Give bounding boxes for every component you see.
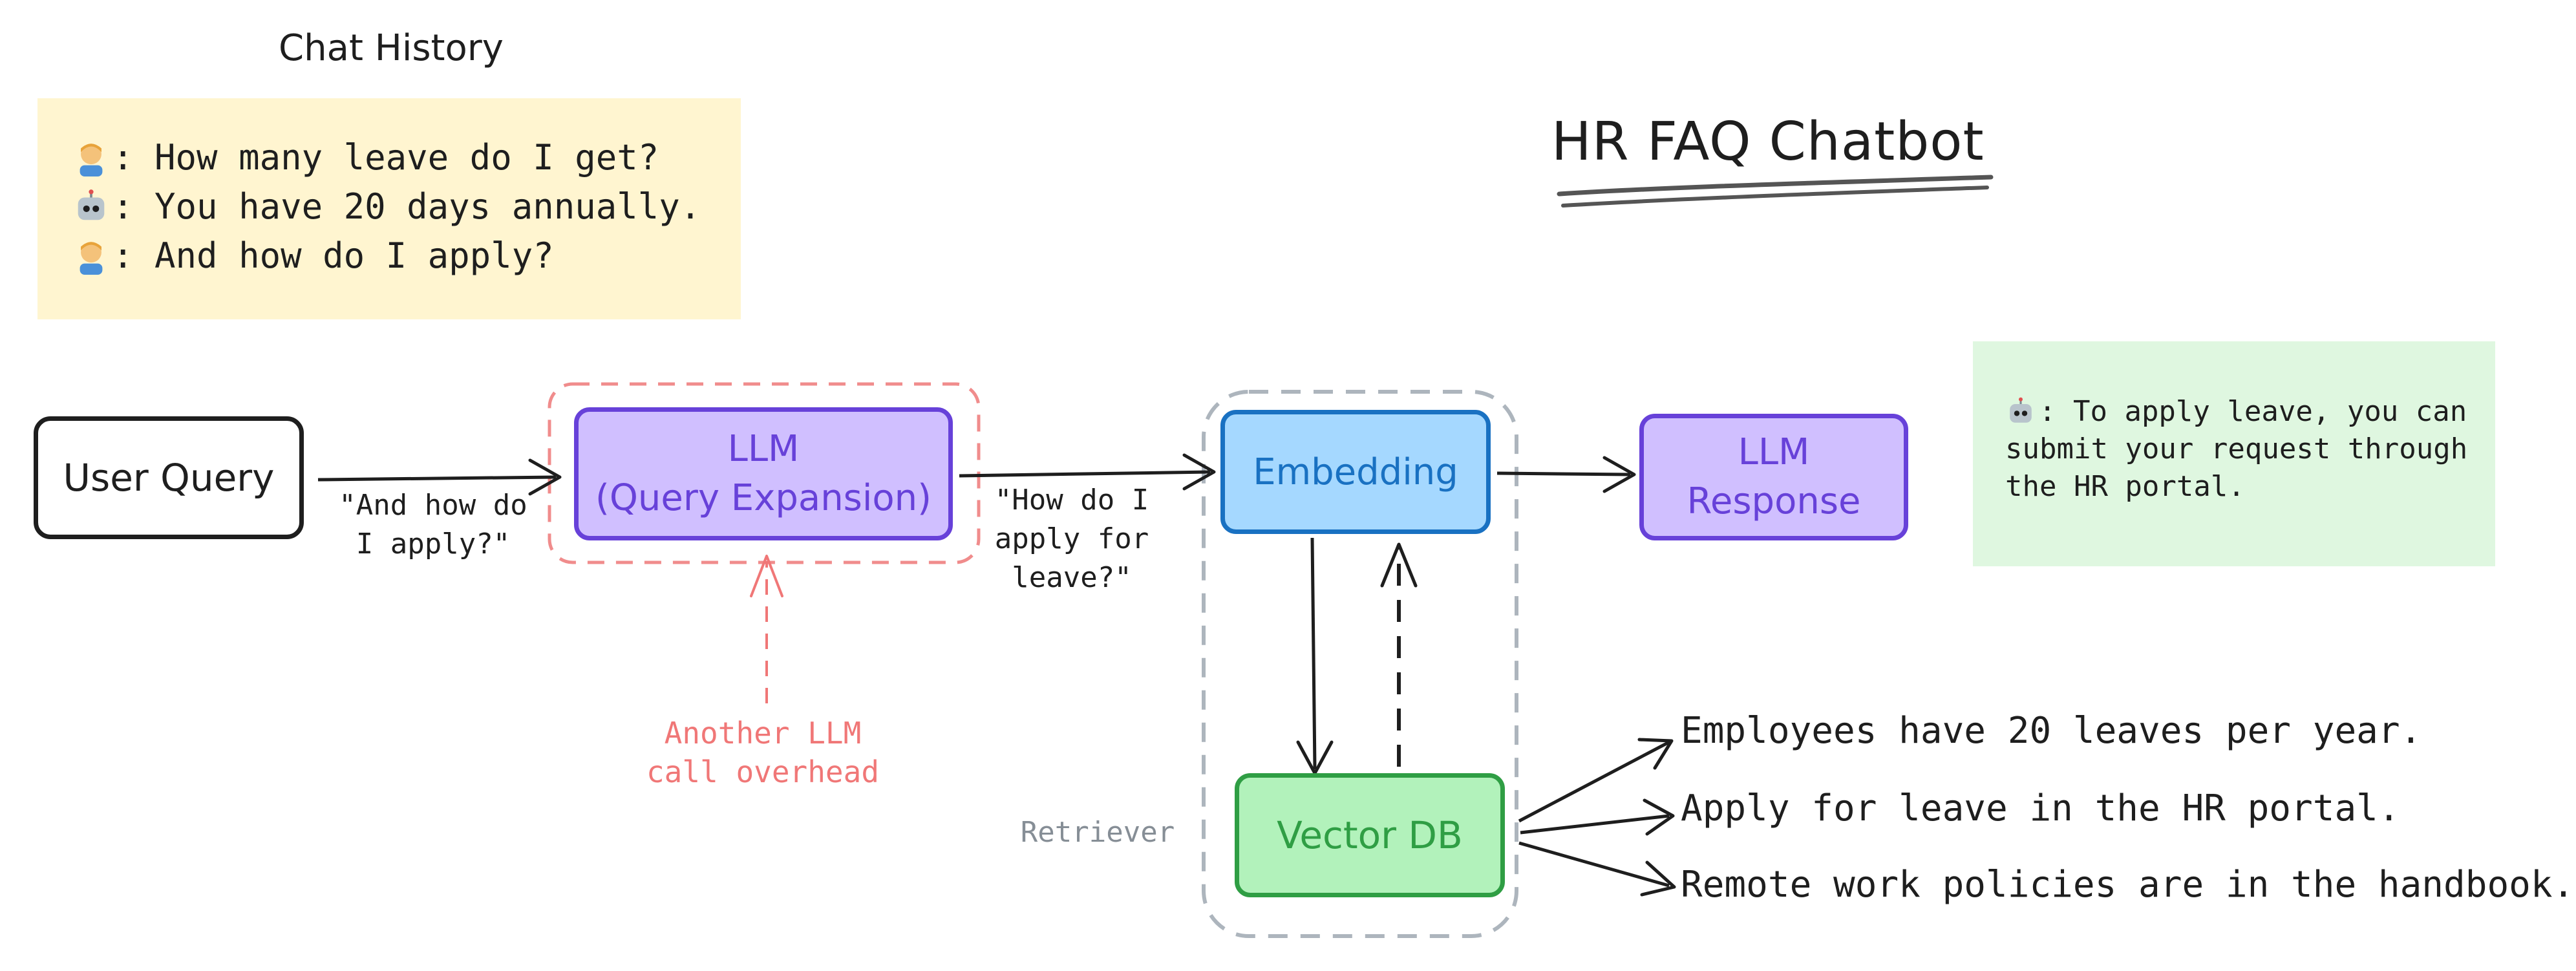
arrowhead-llm-to-embedding — [1182, 453, 1216, 491]
chat-history-title: Chat History — [279, 27, 504, 69]
arrowhead-doc-3 — [1640, 860, 1676, 897]
title-underline-2 — [1561, 186, 1989, 208]
overhead-line1: Another LLM — [664, 716, 862, 751]
arrow-llm-to-embedding — [959, 470, 1211, 478]
user-query-node: User Query — [34, 416, 304, 539]
embedding-node: Embedding — [1220, 410, 1491, 534]
overhead-annotation: Another LLM call overhead — [621, 714, 905, 791]
llm-response-node: LLM Response — [1639, 414, 1908, 540]
diagram-title: HR FAQ Chatbot — [1551, 111, 1985, 173]
arrow-embedding-to-vectordb — [1310, 537, 1317, 770]
chat-history-line: : And how do I apply? — [72, 231, 741, 281]
llm-response-line2: Response — [1687, 480, 1861, 522]
response-text: submit your request through — [2005, 432, 2468, 465]
edge-label-user-to-llm: "And how do I apply?" — [339, 489, 527, 560]
arrowhead-embedding-to-vectordb — [1296, 740, 1334, 775]
llm-query-expansion-node: LLM (Query Expansion) — [574, 407, 953, 540]
response-line: the HR portal. — [2005, 468, 2469, 506]
response-line: submit your request through — [2005, 431, 2469, 468]
arrow-vectordb-to-doc-1 — [1518, 740, 1670, 823]
user-icon — [80, 242, 103, 275]
robot-icon — [2010, 397, 2032, 423]
arrow-vectordb-to-doc-2 — [1520, 814, 1670, 835]
arrow-vectordb-to-doc-3 — [1518, 841, 1670, 888]
arrowhead-overhead — [750, 555, 783, 597]
vector-db-node: Vector DB — [1235, 773, 1505, 897]
robot-icon — [78, 189, 105, 220]
chat-history-text: : How many leave do I get? — [112, 137, 659, 178]
chat-history-text: : And how do I apply? — [112, 235, 554, 276]
response-text: the HR portal. — [2005, 470, 2245, 503]
retrieved-doc: Employees have 20 leaves per year. — [1681, 710, 2422, 752]
chat-history-line: : You have 20 days annually. — [72, 182, 741, 231]
response-text: : To apply leave, you can — [2039, 395, 2467, 428]
arrow-embedding-to-response — [1496, 471, 1631, 476]
chat-history-panel: : How many leave do I get? : You have 20… — [37, 98, 741, 319]
edge-label-llm-to-embedding: "How do I apply for leave?" — [994, 484, 1149, 594]
overhead-line2: call overhead — [646, 754, 880, 789]
arrowhead-embedding-to-response — [1602, 456, 1636, 493]
retriever-label: Retriever — [1020, 816, 1175, 849]
chat-history-text: : You have 20 days annually. — [112, 186, 701, 227]
response-line: : To apply leave, you can — [2005, 393, 2469, 431]
user-icon — [80, 144, 103, 176]
llm-expansion-line2: (Query Expansion) — [595, 477, 932, 519]
arrowhead-doc-1 — [1637, 738, 1674, 770]
retrieved-doc: Remote work policies are in the handbook… — [1681, 864, 2575, 906]
llm-expansion-line1: LLM — [727, 428, 800, 470]
arrowhead-doc-2 — [1643, 798, 1675, 836]
response-panel: : To apply leave, you can submit your re… — [1973, 341, 2495, 566]
retrieved-doc: Apply for leave in the HR portal. — [1681, 787, 2400, 829]
title-underline — [1557, 175, 1994, 197]
arrowhead-vectordb-to-embedding — [1380, 542, 1418, 588]
llm-response-line1: LLM — [1738, 431, 1810, 473]
chat-history-line: : How many leave do I get? — [72, 133, 741, 182]
arrow-user-to-llm — [317, 475, 557, 482]
